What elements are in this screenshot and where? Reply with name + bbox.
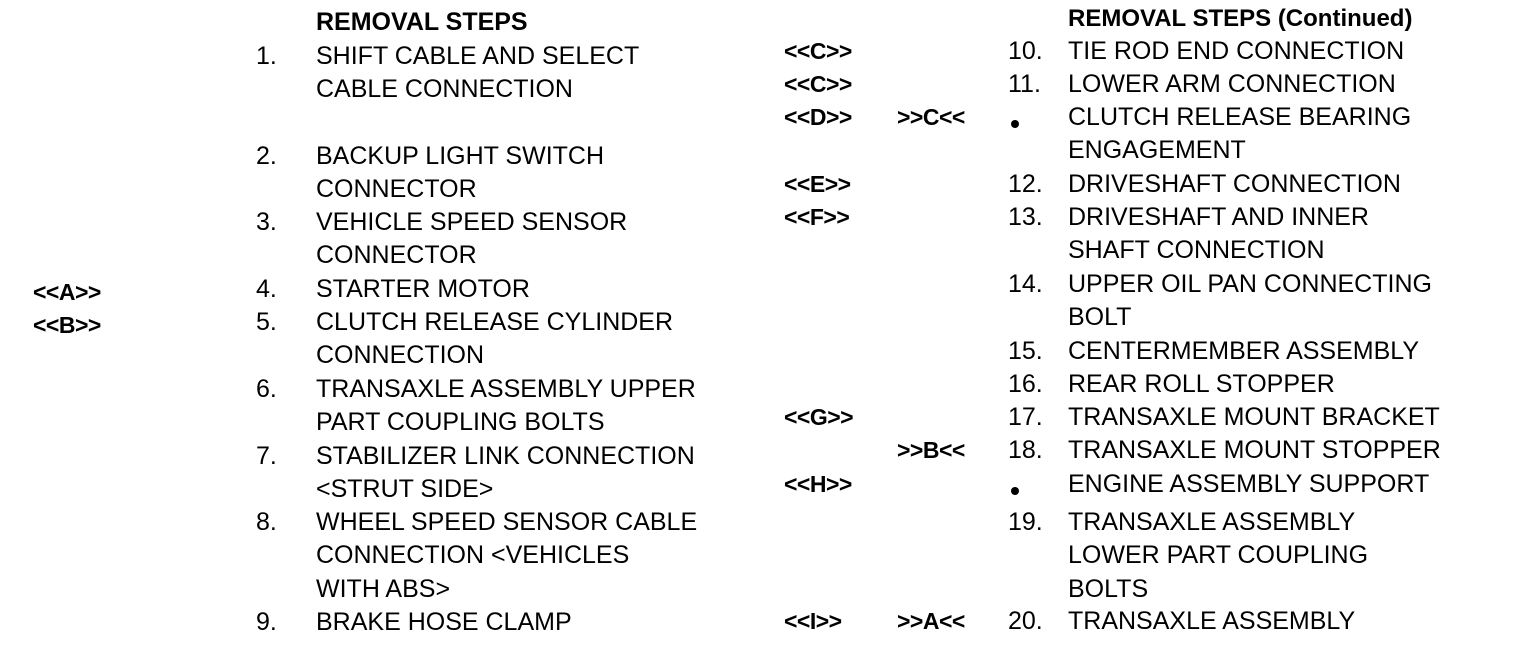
install-mark: >>C<< xyxy=(897,104,965,130)
right-column-heading: REMOVAL STEPS (Continued) xyxy=(1068,5,1413,32)
step-line: TRANSAXLE ASSEMBLY UPPER xyxy=(316,375,696,403)
step-line: BOLTS xyxy=(1068,574,1149,603)
step-line: TRANSAXLE MOUNT STOPPER xyxy=(1068,436,1441,464)
step-name: VEHICLE SPEED SENSOR CONNECTOR xyxy=(316,206,627,273)
step-line: CONNECTOR xyxy=(316,241,477,270)
step-name: BRAKE HOSE CLAMP xyxy=(316,606,572,639)
bullet-icon xyxy=(1011,487,1019,495)
step-line: CLUTCH RELEASE CYLINDER xyxy=(316,308,674,336)
step-line: VEHICLE SPEED SENSOR xyxy=(316,208,628,236)
step-number: 14. xyxy=(1008,270,1043,298)
step-number: 18. xyxy=(1008,436,1043,464)
step-line: ENGINE ASSEMBLY SUPPORT xyxy=(1068,470,1430,498)
step-number: 2. xyxy=(256,142,277,170)
step-line: STARTER MOTOR xyxy=(316,275,530,303)
step-number: 7. xyxy=(256,442,277,470)
step-line: CONNECTOR xyxy=(316,175,477,204)
step-number: 4. xyxy=(256,275,277,303)
step-line: TIE ROD END CONNECTION xyxy=(1068,37,1405,65)
step-name: CENTERMEMBER ASSEMBLY xyxy=(1068,335,1419,368)
step-number: 11. xyxy=(1008,70,1041,98)
step-name: SHIFT CABLE AND SELECT CABLE CONNECTION xyxy=(316,40,639,107)
step-line: TRANSAXLE ASSEMBLY xyxy=(1068,607,1356,635)
step-line: BACKUP LIGHT SWITCH xyxy=(316,142,605,170)
step-name: DRIVESHAFT CONNECTION xyxy=(1068,168,1401,201)
step-number: 20. xyxy=(1008,607,1043,635)
step-name: LOWER ARM CONNECTION xyxy=(1068,68,1396,101)
step-name: UPPER OIL PAN CONNECTING BOLT xyxy=(1068,268,1432,335)
bullet-icon xyxy=(1011,120,1019,128)
step-line: LOWER PART COUPLING xyxy=(1068,541,1369,570)
step-number: 3. xyxy=(256,208,277,236)
step-name: TRANSAXLE ASSEMBLY UPPER PART COUPLING B… xyxy=(316,373,696,440)
side-mark-a: <<A>> xyxy=(33,279,101,305)
step-line: CABLE CONNECTION xyxy=(316,75,573,104)
removal-mark: <<I>> xyxy=(784,608,842,634)
step-name: TRANSAXLE MOUNT BRACKET xyxy=(1068,401,1440,434)
step-line: SHIFT CABLE AND SELECT xyxy=(316,42,640,70)
step-name: CLUTCH RELEASE BEARING ENGAGEMENT xyxy=(1068,101,1411,168)
step-line: DRIVESHAFT CONNECTION xyxy=(1068,170,1401,198)
removal-mark: <<E>> xyxy=(784,171,851,197)
step-line: CLUTCH RELEASE BEARING xyxy=(1068,103,1412,131)
step-number: 16. xyxy=(1008,370,1043,398)
step-line: PART COUPLING BOLTS xyxy=(316,408,605,437)
step-line: REAR ROLL STOPPER xyxy=(1068,370,1335,398)
install-mark: >>A<< xyxy=(897,608,965,634)
step-line: STABILIZER LINK CONNECTION xyxy=(316,442,695,470)
step-number: 10. xyxy=(1008,37,1043,65)
step-number: 1. xyxy=(256,42,277,70)
step-name: STABILIZER LINK CONNECTION <STRUT SIDE> xyxy=(316,440,695,507)
install-mark: >>B<< xyxy=(897,437,965,463)
step-line: BOLT xyxy=(1068,303,1132,332)
removal-mark: <<C>> xyxy=(784,71,852,97)
side-mark-b: <<B>> xyxy=(33,312,101,338)
step-line: ENGAGEMENT xyxy=(1068,136,1246,165)
step-line: TRANSAXLE ASSEMBLY xyxy=(1068,508,1356,536)
step-name: DRIVESHAFT AND INNER SHAFT CONNECTION xyxy=(1068,201,1369,268)
step-name: TRANSAXLE ASSEMBLY LOWER PART COUPLING B… xyxy=(1068,506,1368,606)
step-number: 13. xyxy=(1008,203,1043,231)
step-name: WHEEL SPEED SENSOR CABLE CONNECTION <VEH… xyxy=(316,506,697,606)
step-line: <STRUT SIDE> xyxy=(316,475,494,504)
removal-mark: <<H>> xyxy=(784,471,852,497)
removal-mark: <<G>> xyxy=(784,404,854,430)
removal-mark: <<F>> xyxy=(784,204,850,230)
step-line: WITH ABS> xyxy=(316,574,451,603)
removal-mark: <<D>> xyxy=(784,104,852,130)
step-line: LOWER ARM CONNECTION xyxy=(1068,70,1396,98)
step-name: STARTER MOTOR xyxy=(316,273,530,306)
step-number: 12. xyxy=(1008,170,1043,198)
step-name: ENGINE ASSEMBLY SUPPORT xyxy=(1068,468,1429,501)
step-name: REAR ROLL STOPPER xyxy=(1068,368,1335,401)
step-number: 8. xyxy=(256,508,277,536)
step-number: 15. xyxy=(1008,337,1043,365)
step-line: WHEEL SPEED SENSOR CABLE xyxy=(316,508,698,536)
step-number: 5. xyxy=(256,308,277,336)
step-line: UPPER OIL PAN CONNECTING xyxy=(1068,270,1432,298)
step-line: TRANSAXLE MOUNT BRACKET xyxy=(1068,403,1440,431)
step-name: TIE ROD END CONNECTION xyxy=(1068,35,1404,68)
step-line: SHAFT CONNECTION xyxy=(1068,236,1325,265)
step-line: BRAKE HOSE CLAMP xyxy=(316,608,572,636)
step-name: TRANSAXLE ASSEMBLY xyxy=(1068,605,1355,638)
left-column-heading: REMOVAL STEPS xyxy=(316,8,528,36)
removal-mark: <<C>> xyxy=(784,38,852,64)
step-number: 19. xyxy=(1008,508,1043,536)
step-number: 6. xyxy=(256,375,277,403)
step-line: CONNECTION xyxy=(316,341,485,370)
step-name: TRANSAXLE MOUNT STOPPER xyxy=(1068,434,1441,467)
step-line: CONNECTION <VEHICLES xyxy=(316,541,630,570)
step-number: 17. xyxy=(1008,403,1043,431)
step-line: DRIVESHAFT AND INNER xyxy=(1068,203,1369,231)
step-name: CLUTCH RELEASE CYLINDER CONNECTION xyxy=(316,306,673,373)
step-name: BACKUP LIGHT SWITCH CONNECTOR xyxy=(316,140,604,207)
step-number: 9. xyxy=(256,608,277,636)
step-line: CENTERMEMBER ASSEMBLY xyxy=(1068,337,1420,365)
